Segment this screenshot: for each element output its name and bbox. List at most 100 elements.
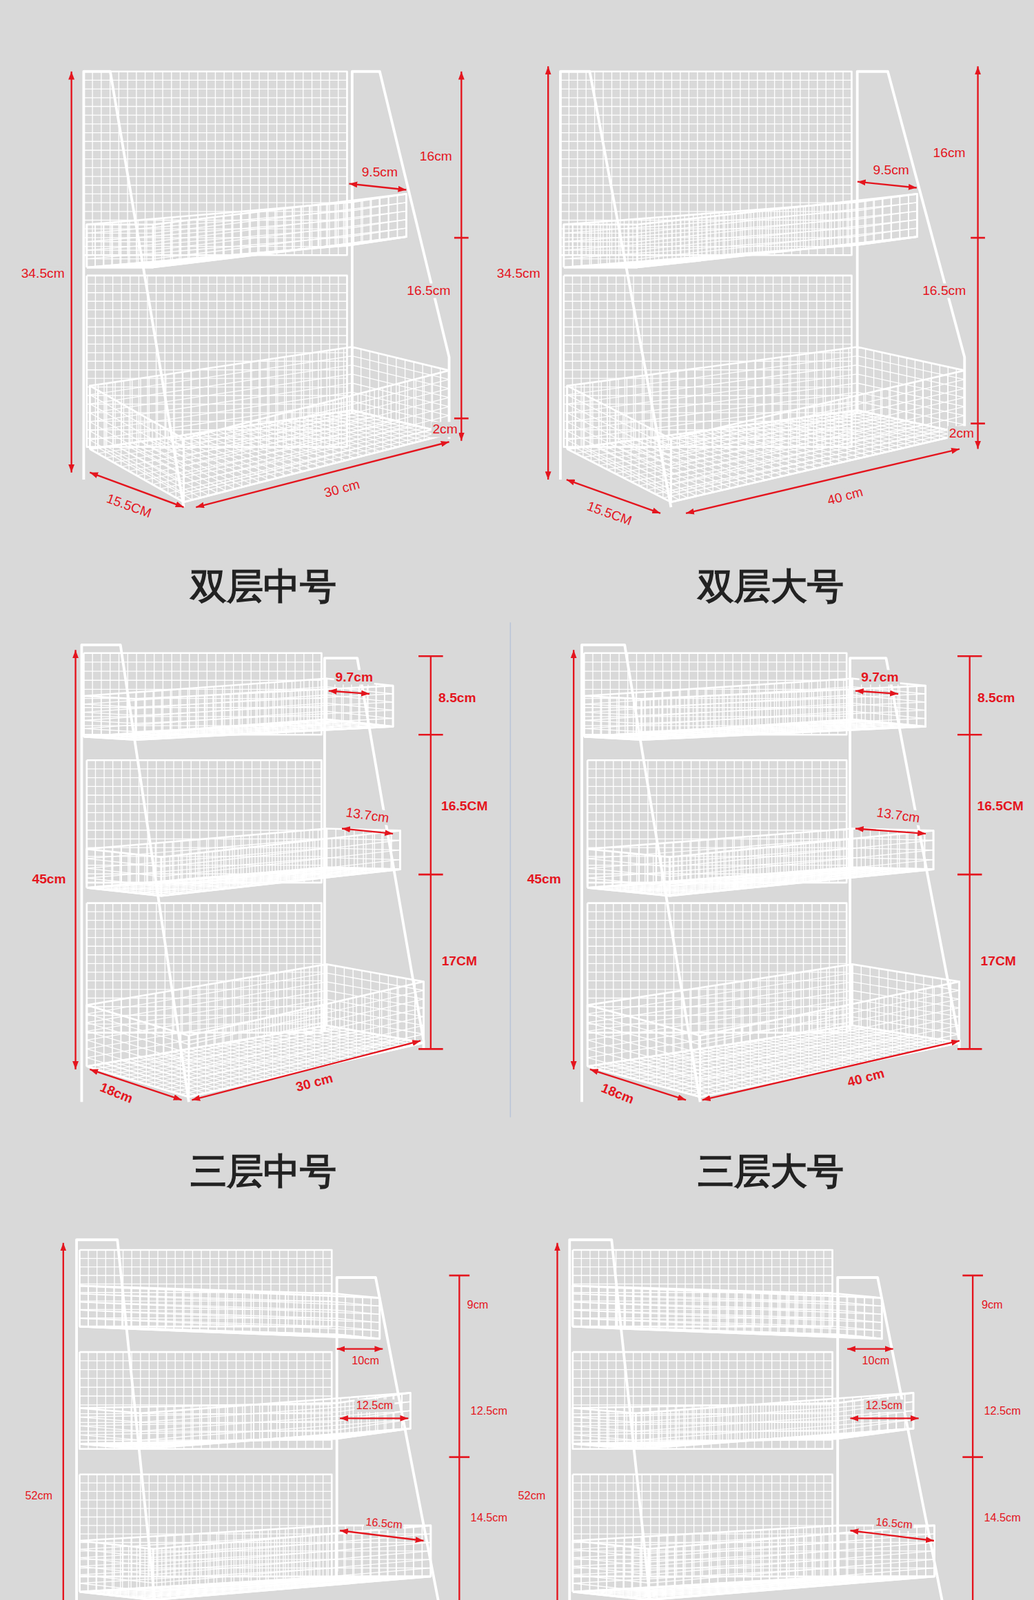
wire-grid — [663, 221, 664, 265]
wire-grid — [188, 999, 424, 1054]
wire-grid — [678, 690, 680, 731]
wire-grid — [86, 361, 348, 362]
wire-grid — [723, 653, 725, 735]
wire-frame — [153, 193, 407, 268]
wire-grid — [86, 812, 322, 814]
wire-grid — [563, 335, 853, 336]
wire-rack — [76, 1240, 440, 1600]
rack-post — [581, 645, 701, 1103]
wire-grid — [109, 71, 111, 256]
wire-grid — [799, 71, 801, 256]
wire-grid — [587, 911, 847, 912]
wire-frame — [587, 849, 670, 897]
wire-grid — [258, 71, 260, 256]
rack-post — [849, 658, 960, 1050]
wire-grid — [208, 903, 209, 1034]
wire-grid — [707, 903, 709, 1034]
wire-grid — [670, 388, 965, 458]
wire-grid — [388, 195, 389, 239]
wire-grid — [318, 204, 320, 248]
wire-grid — [285, 71, 287, 256]
wire-grid — [563, 369, 853, 371]
wire-grid — [83, 115, 347, 116]
wire-grid — [567, 356, 858, 395]
wire-grid — [661, 691, 663, 733]
wire-grid — [587, 838, 853, 860]
wire-grid — [86, 929, 322, 930]
wire-grid — [860, 679, 862, 721]
wire-grid — [196, 219, 198, 262]
wire-grid — [846, 201, 848, 245]
wire-grid — [560, 106, 853, 107]
wire-grid — [587, 803, 847, 805]
wire-grid — [91, 71, 93, 256]
wire-grid — [184, 388, 450, 458]
wire-grid — [891, 197, 892, 241]
wire-grid — [322, 1250, 324, 1327]
wire-grid — [785, 208, 786, 251]
wire-grid — [609, 694, 611, 736]
wire-grid — [758, 210, 760, 254]
wire-grid — [170, 71, 172, 256]
wire-grid — [803, 206, 804, 249]
wire-grid — [343, 202, 344, 246]
wire-grid — [739, 685, 741, 727]
wire-grid — [383, 686, 385, 728]
wire-grid — [583, 670, 847, 672]
wire-grid — [624, 698, 626, 739]
wire-grid — [873, 688, 875, 730]
wire-grid — [563, 361, 853, 362]
wire-grid — [563, 301, 853, 302]
wire-grid — [153, 228, 407, 259]
wire-grid — [799, 682, 801, 724]
wire-grid — [83, 670, 322, 672]
wire-grid — [732, 214, 734, 258]
wire-grid — [602, 71, 604, 256]
wire-grid — [272, 692, 273, 733]
wire-grid — [181, 903, 183, 1034]
wire-grid — [279, 1352, 280, 1450]
wire-grid — [641, 702, 926, 716]
wire-grid — [587, 946, 847, 948]
wire-grid — [808, 71, 810, 256]
wire-grid — [213, 686, 215, 728]
wire-grid — [349, 687, 351, 729]
wire-grid — [206, 214, 207, 258]
wire-grid — [666, 698, 668, 739]
wire-grid — [83, 88, 347, 89]
wire-grid — [83, 661, 322, 663]
wire-grid — [352, 374, 450, 398]
wire-grid — [86, 1022, 189, 1054]
wire-grid — [583, 661, 847, 663]
wire-frame — [567, 410, 965, 502]
wire-grid — [100, 696, 102, 738]
wire-grid — [229, 694, 231, 735]
wire-grid — [146, 903, 148, 1034]
wire-grid — [587, 786, 847, 788]
wire-grid — [300, 206, 302, 250]
wire-grid — [761, 209, 763, 253]
wire-grid — [587, 929, 847, 930]
wire-grid — [83, 184, 347, 186]
wire-grid — [739, 71, 741, 256]
wire-grid — [697, 217, 699, 261]
wire-grid — [881, 197, 883, 241]
wire-grid — [641, 718, 926, 733]
rack-post — [324, 658, 424, 1050]
wire-grid — [79, 1482, 332, 1484]
wire-grid — [852, 858, 934, 861]
wire-grid — [79, 1369, 332, 1371]
wire-grid — [259, 903, 261, 1034]
wire-grid — [560, 123, 853, 125]
wire-grid — [776, 903, 778, 1034]
wire-grid — [563, 377, 853, 379]
wire-grid — [379, 197, 381, 240]
wire-grid — [664, 903, 666, 1034]
wire-grid — [587, 954, 847, 956]
wire-grid — [79, 1517, 332, 1518]
wire-grid — [230, 685, 232, 727]
wire-grid — [587, 1049, 700, 1080]
wire-grid — [697, 653, 699, 735]
wire-grid — [86, 292, 348, 293]
wire-grid — [86, 241, 154, 242]
